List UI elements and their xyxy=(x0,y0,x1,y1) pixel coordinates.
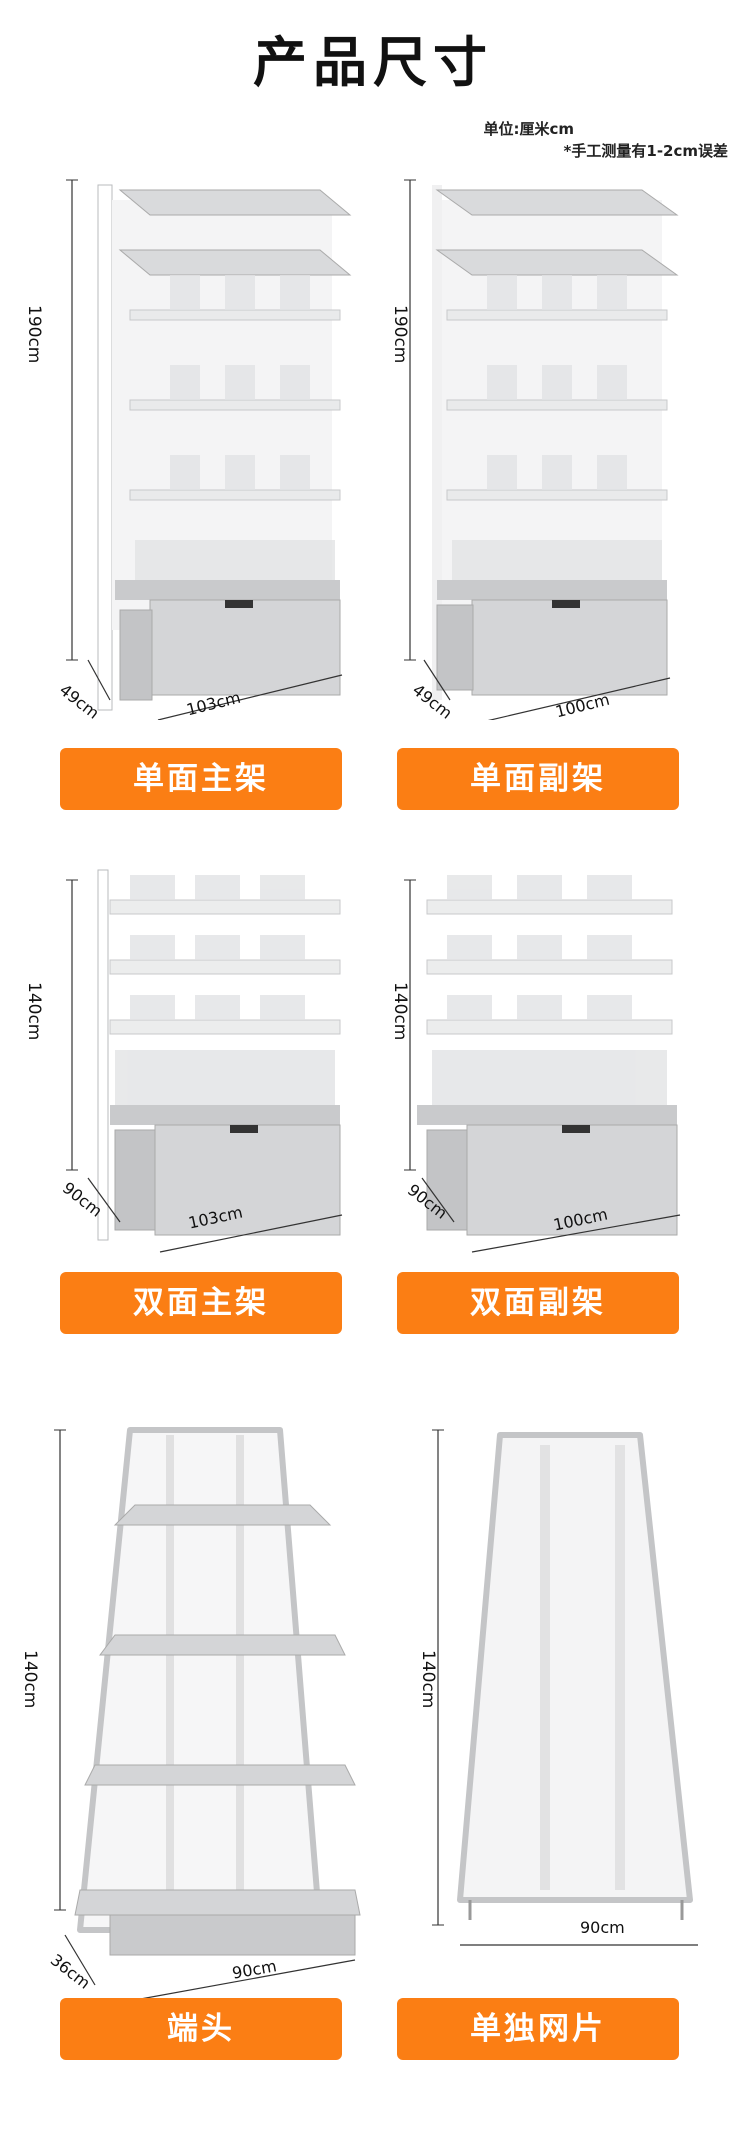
double-sided-secondary-shelf-illustration xyxy=(404,875,681,1253)
unit-note: 单位:厘米cm xyxy=(483,120,574,138)
product-label-single-sided-main: 单面主架 xyxy=(60,748,342,810)
product-label-double-sided-secondary: 双面副架 xyxy=(397,1272,679,1334)
standalone-mesh-panel-illustration xyxy=(432,1429,698,1946)
single-sided-main-shelf-illustration xyxy=(66,179,352,720)
p6-height-label: 140cm xyxy=(418,1650,438,1709)
p4-height-label: 140cm xyxy=(390,982,410,1041)
product-label-mesh-panel: 单独网片 xyxy=(397,1998,679,2060)
page-title: 产品尺寸 xyxy=(253,31,493,94)
product-label-double-sided-main: 双面主架 xyxy=(60,1272,342,1334)
product-label-single-sided-secondary: 单面副架 xyxy=(397,748,679,810)
measurement-error-note: *手工测量有1-2cm误差 xyxy=(563,142,728,160)
end-cap-shelf-illustration xyxy=(54,1427,361,2001)
p1-height-label: 190cm xyxy=(24,305,44,364)
product-label-end-cap: 端头 xyxy=(60,1998,342,2060)
single-sided-secondary-shelf-illustration xyxy=(404,179,679,720)
p6-width-label: 90cm xyxy=(580,1918,625,1937)
p3-height-label: 140cm xyxy=(24,982,44,1041)
double-sided-main-shelf-illustration xyxy=(66,869,343,1253)
p2-height-label: 190cm xyxy=(390,305,410,364)
p5-height-label: 140cm xyxy=(20,1650,40,1709)
